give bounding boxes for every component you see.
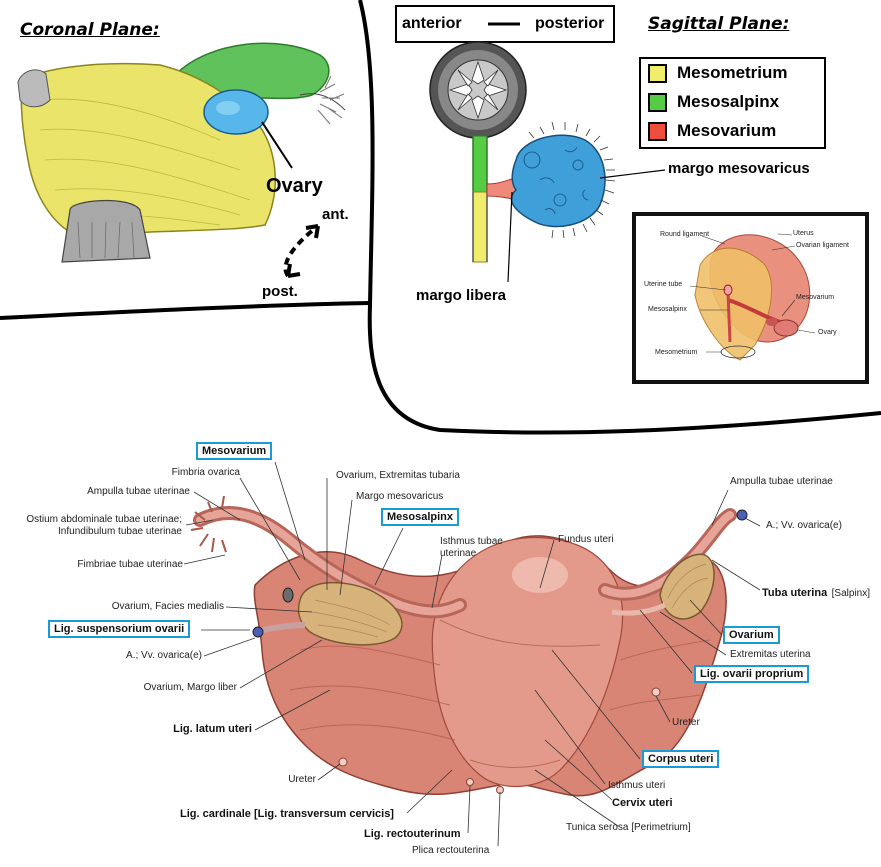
label-tuba-bold: Tuba uterina — [762, 587, 828, 599]
label-lig-latum: Lig. latum uteri — [173, 723, 252, 735]
sagittal-title: Sagittal Plane: — [648, 14, 790, 34]
label-a-vv-left: A.; Vv. ovarica(e) — [126, 650, 202, 661]
post-label: post. — [262, 283, 298, 300]
margo-libera-label: margo libera — [416, 287, 507, 304]
label-ampulla-right: Ampulla tubae uterinae — [730, 476, 833, 487]
label-ostium-2: Infundibulum tubae uterinae — [58, 526, 182, 537]
inset-uterus: Uterus — [793, 230, 814, 237]
inset-ovarian-ligament: Ovarian ligament — [796, 242, 849, 249]
legend-label: Mesosalpinx — [677, 92, 780, 111]
legend-item-mesometrium: Mesometrium — [648, 62, 788, 84]
coronal-title: Coronal Plane: — [20, 20, 160, 40]
inset-ovary: Ovary — [818, 329, 837, 336]
label-isthmus-1: Isthmus tubae — [440, 536, 503, 547]
label-ureter-right: Ureter — [672, 717, 700, 728]
ant-label: ant. — [322, 206, 349, 223]
label-lig-rectouterinum: Lig. rectouterinum — [364, 828, 461, 840]
label-ovarium: Ovarium — [723, 626, 780, 644]
legend-label: Mesovarium — [677, 121, 777, 140]
label-fimbria-ovarica: Fimbria ovarica — [171, 467, 240, 478]
inset-mesosalpinx: Mesosalpinx — [648, 306, 687, 313]
legend-swatch-green — [648, 92, 667, 112]
label-isthmus-uteri: Isthmus uteri — [608, 780, 666, 791]
legend-item-mesovarium: Mesovarium — [648, 120, 776, 142]
orientation-posterior: posterior — [535, 15, 605, 32]
legend-swatch-yellow — [648, 63, 667, 83]
inset-round-ligament: Round ligament — [660, 231, 710, 238]
label-extremitas-tubaria: Ovarium, Extremitas tubaria — [336, 470, 460, 481]
label-lig-suspensorium: Lig. suspensorium ovarii — [48, 620, 191, 638]
divider-left-right — [358, 0, 881, 435]
label-ureter-left: Ureter — [288, 774, 316, 785]
label-tuba-uterina: Tuba uterina [Salpinx] — [762, 583, 870, 601]
label-margo-liber: Ovarium, Margo liber — [143, 682, 237, 693]
legend-label: Mesometrium — [677, 63, 788, 82]
label-facies-medialis: Ovarium, Facies medialis — [111, 601, 224, 612]
legend-swatch-red — [648, 121, 667, 141]
inset-mesovarium: Mesovarium — [796, 294, 835, 301]
legend-item-mesosalpinx: Mesosalpinx — [648, 91, 779, 113]
label-plica: Plica rectouterina — [412, 845, 490, 856]
leader-lines — [183, 461, 761, 847]
label-tunica: Tunica serosa [Perimetrium] — [566, 822, 691, 833]
label-corpus-uteri: Corpus uteri — [642, 750, 720, 768]
label-mesosalpinx: Mesosalpinx — [381, 508, 460, 526]
label-a-vv-right: A.; Vv. ovarica(e) — [766, 520, 842, 531]
inset-mesometrium: Mesometrium — [655, 349, 698, 356]
label-fimbriae: Fimbriae tubae uterinae — [77, 559, 183, 570]
ovary-label: Ovary — [266, 175, 323, 197]
label-ostium-1: Ostium abdominale tubae uterinae; — [26, 514, 182, 525]
orientation-anterior: anterior — [402, 15, 462, 32]
inset-uterine-tube: Uterine tube — [644, 281, 683, 288]
label-lig-ovarii-proprium: Lig. ovarii proprium — [694, 665, 810, 683]
label-ampulla-left: Ampulla tubae uterinae — [87, 486, 190, 497]
sagittal-drawing — [395, 5, 869, 384]
bottom-anatomy-illustration — [190, 495, 748, 797]
divider-coronal-bottom — [0, 301, 371, 320]
label-fundus: Fundus uteri — [558, 534, 614, 545]
margo-mesovaricus-label: margo mesovaricus — [668, 160, 810, 177]
label-tuba-rest: [Salpinx] — [831, 588, 871, 599]
legend: Mesometrium Mesosalpinx Mesovarium — [640, 58, 825, 148]
label-extremitas-uterina: Extremitas uterina — [730, 649, 811, 660]
inset-anatomy — [689, 233, 816, 361]
label-isthmus-2: uterinae — [440, 548, 477, 559]
label-margo-mesovaricus: Margo mesovaricus — [356, 491, 444, 502]
label-lig-cardinale: Lig. cardinale [Lig. transversum cervici… — [180, 808, 394, 820]
coronal-uterus-drawing — [17, 42, 346, 278]
label-cervix-uteri: Cervix uteri — [612, 797, 673, 809]
label-mesovarium: Mesovarium — [196, 442, 273, 460]
